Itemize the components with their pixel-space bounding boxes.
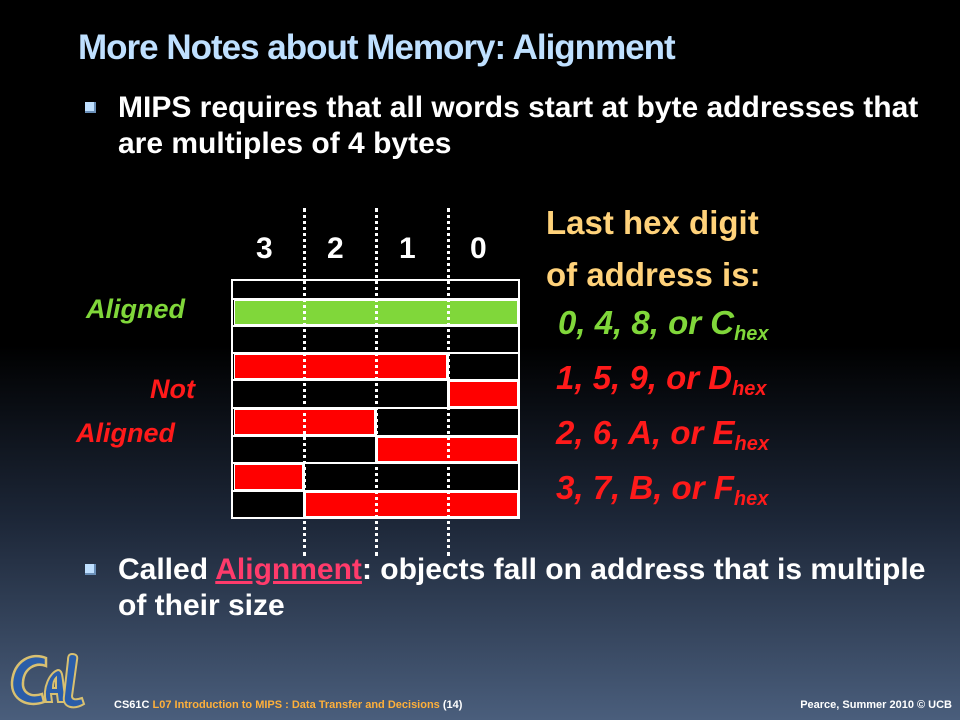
hex-subscript: hex bbox=[732, 378, 767, 400]
byte-label-3: 3 bbox=[256, 232, 273, 265]
footer-lecture-title: L07 Introduction to MIPS : Data Transfer… bbox=[152, 699, 440, 711]
cal-logo-icon bbox=[10, 652, 86, 709]
hex-subscript: hex bbox=[734, 433, 769, 455]
footer-page-number: (14) bbox=[442, 699, 463, 711]
byte-label-0: 0 bbox=[470, 232, 487, 265]
label-not-aligned: Aligned bbox=[76, 418, 175, 448]
hex-row-offset-1: 1, 5, 9, or Dhex bbox=[556, 359, 767, 401]
footer-course: CS61C L07 Introduction to MIPS : Data Tr… bbox=[114, 699, 462, 711]
byte-label-1: 1 bbox=[399, 232, 416, 265]
hex-row-text: 0, 4, 8, or C bbox=[558, 304, 735, 341]
byte-boundary-line bbox=[303, 208, 306, 556]
hex-row-offset-3: 3, 7, B, or Fhex bbox=[556, 469, 768, 511]
hex-row-text: 2, 6, A, or E bbox=[556, 414, 735, 451]
hex-row-offset-2: 2, 6, A, or Ehex bbox=[556, 414, 769, 456]
hex-row-aligned: 0, 4, 8, or Chex bbox=[558, 304, 769, 346]
bullet-square-icon bbox=[85, 102, 96, 113]
byte-boundary-line bbox=[375, 208, 378, 556]
label-aligned: Aligned bbox=[86, 294, 185, 324]
hex-row-text: 1, 5, 9, or D bbox=[556, 359, 733, 396]
word-block-offset-3-part-a bbox=[234, 464, 303, 490]
bullet-2-pre: Called bbox=[118, 553, 216, 586]
bullet-2-post: : objects fall on address that is multip… bbox=[118, 553, 926, 622]
byte-boundary-line bbox=[447, 208, 450, 556]
hex-heading-line2: of address is: bbox=[546, 256, 761, 293]
hex-heading-line1: Last hex digit bbox=[546, 204, 759, 241]
hex-subscript: hex bbox=[733, 488, 769, 510]
hex-subscript: hex bbox=[734, 323, 769, 345]
byte-label-2: 2 bbox=[327, 232, 344, 265]
bullet-2-text: Called Alignment: objects fall on addres… bbox=[118, 552, 938, 624]
word-block-offset-1-part-b bbox=[449, 381, 518, 407]
footer-credit: Pearce, Summer 2010 © UCB bbox=[800, 699, 952, 711]
hex-row-text: 3, 7, B, or F bbox=[556, 469, 734, 506]
word-block-offset-3-part-b bbox=[305, 492, 518, 517]
word-block-offset-1-part-a bbox=[234, 354, 447, 379]
slide-title: More Notes about Memory: Alignment bbox=[78, 28, 676, 67]
bullet-square-icon bbox=[85, 564, 96, 575]
label-not: Not bbox=[150, 374, 195, 404]
footer-course-code: CS61C bbox=[114, 699, 150, 711]
bullet-1-text: MIPS requires that all words start at by… bbox=[118, 91, 919, 160]
alignment-link[interactable]: Alignment bbox=[215, 553, 362, 586]
